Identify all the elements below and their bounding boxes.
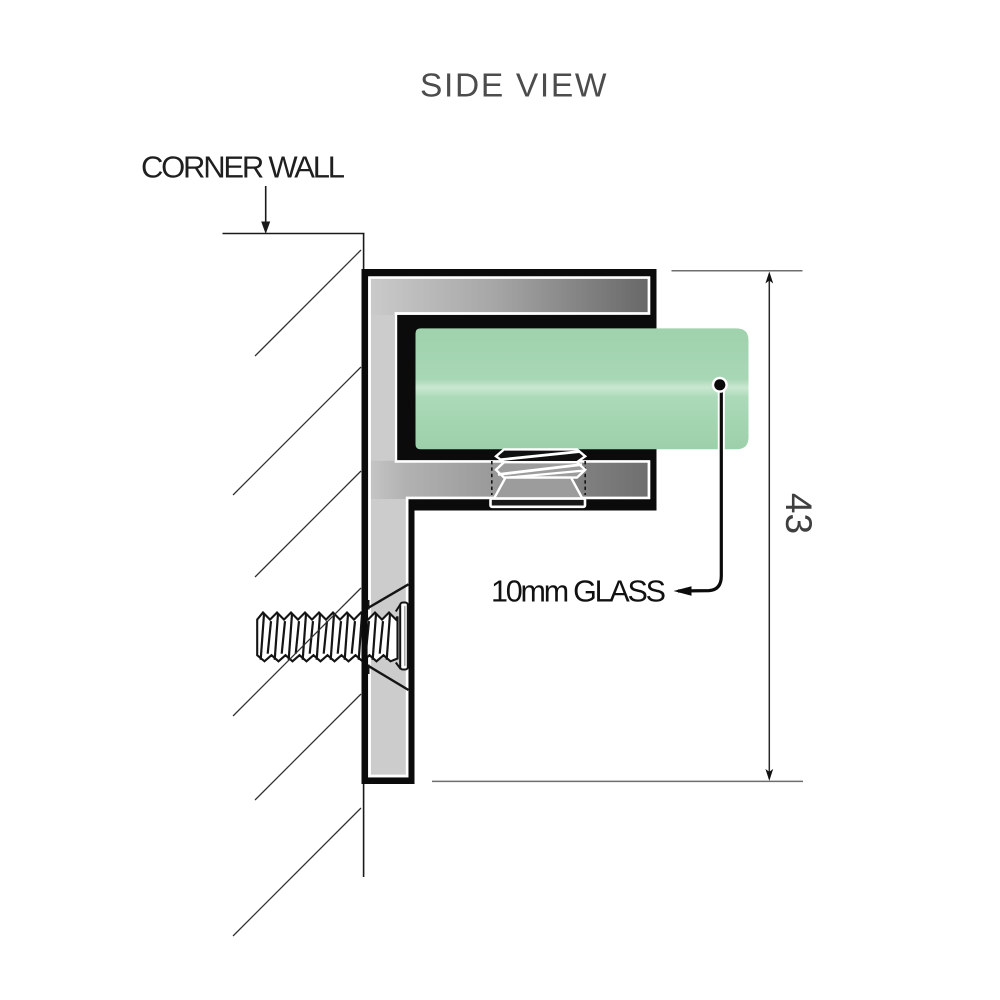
- svg-text:43: 43: [778, 493, 819, 534]
- svg-text:SIDE VIEW: SIDE VIEW: [420, 68, 607, 105]
- svg-text:10mm GLASS: 10mm GLASS: [491, 575, 666, 609]
- svg-text:CORNER WALL: CORNER WALL: [141, 150, 345, 185]
